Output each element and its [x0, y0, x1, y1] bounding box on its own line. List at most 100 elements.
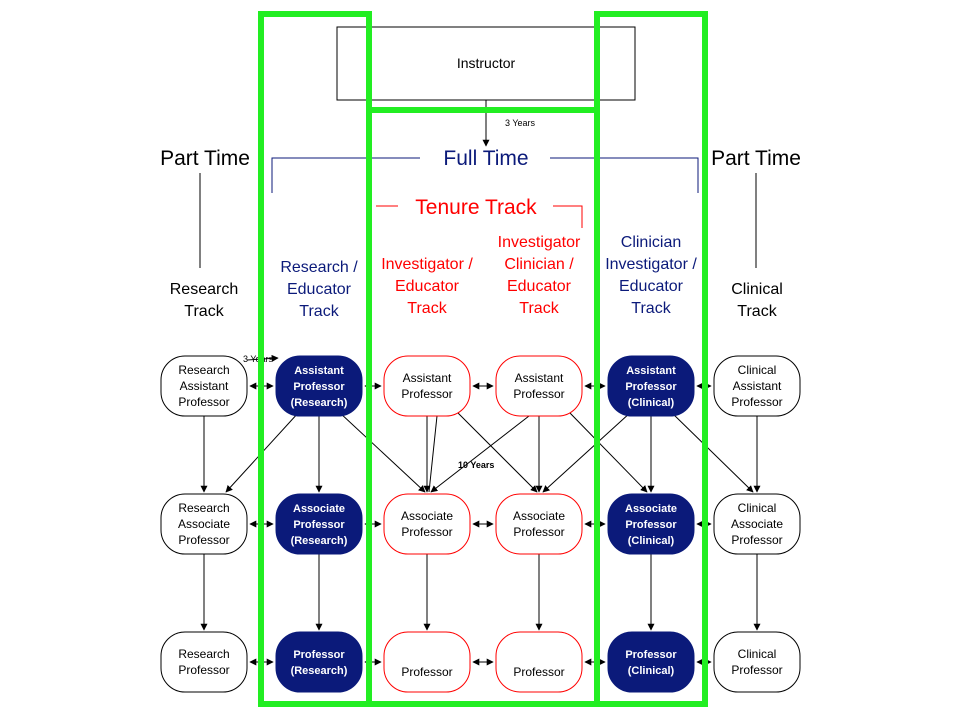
connector-arrow	[568, 411, 648, 493]
node-shape	[495, 631, 583, 693]
node-label-line: Clinical	[738, 501, 777, 515]
node-label-line: Clinical	[738, 647, 777, 661]
node-label-line: Professor	[625, 381, 677, 393]
node-label-line: Associate	[293, 503, 345, 515]
node-shape	[383, 355, 471, 417]
node-label-line: Professor	[401, 387, 452, 401]
node-label-line: (Research)	[291, 397, 348, 409]
node-label-line: Associate	[731, 517, 783, 531]
node-label-line: Professor	[513, 665, 564, 679]
node-label-line: (Clinical)	[628, 665, 675, 677]
part-time-right-label: Part Time	[711, 147, 801, 170]
highlight-clinician-educator	[594, 11, 708, 707]
connector-arrow	[542, 411, 632, 493]
node-label-line: (Research)	[291, 665, 348, 677]
node-label-line: Associate	[178, 517, 230, 531]
node-label-line: Professor	[731, 663, 782, 677]
node-label-line: Assistant	[626, 365, 676, 377]
node-shape	[495, 493, 583, 555]
instructor-box	[336, 26, 636, 101]
node-shape	[607, 355, 695, 417]
track-heading-line: Clinician	[621, 234, 681, 251]
node-label-line: Professor	[178, 663, 229, 677]
node-shape	[160, 493, 248, 555]
connector-arrow	[670, 411, 754, 493]
node-label-line: Assistant	[733, 379, 782, 393]
node-label-line: (Research)	[291, 535, 348, 547]
node-label-line: Assistant	[515, 371, 564, 385]
position-node: Professor	[383, 631, 471, 693]
track-heading-line: Educator	[619, 278, 684, 295]
node-label-line: Professor	[625, 649, 677, 661]
instructor-label: Instructor	[457, 55, 516, 71]
track-heading-line: Investigator /	[381, 256, 473, 273]
track-heading-line: Clinician /	[504, 256, 574, 273]
track-heading-line: Track	[407, 300, 447, 317]
node-shape	[713, 631, 801, 693]
node-label-line: Professor	[731, 395, 782, 409]
connector-arrow	[338, 411, 426, 493]
track-heading-line: Educator	[287, 281, 352, 298]
node-label-line: (Clinical)	[628, 397, 675, 409]
node-label-line: Assistant	[180, 379, 229, 393]
part-time-left-label: Part Time	[160, 147, 250, 170]
track-heading-line: Research	[170, 281, 238, 298]
node-label-line: Professor	[293, 381, 345, 393]
node-label-line: Professor	[513, 525, 564, 539]
track-heading-line: Track	[519, 300, 559, 317]
node-shape	[607, 493, 695, 555]
node-label-line: Professor	[293, 649, 345, 661]
node-shape	[383, 493, 471, 555]
node-label-line: Professor	[178, 395, 229, 409]
connector-arrow	[428, 415, 438, 493]
position-node: Professor (Clinical)	[607, 631, 695, 693]
node-label-line: Assistant	[294, 365, 344, 377]
node-shape	[160, 355, 248, 417]
node-label-line: Research	[178, 363, 229, 377]
position-node: Professor (Research)	[275, 631, 363, 693]
node-label-line: Research	[178, 647, 229, 661]
node-label-line: Associate	[401, 509, 453, 523]
tenure-track-bracket	[376, 205, 583, 228]
node-label-line: Clinical	[738, 363, 777, 377]
track-heading-line: Track	[631, 300, 671, 317]
track-heading-line: Track	[184, 303, 224, 320]
node-label-line: Associate	[513, 509, 565, 523]
track-heading-line: Track	[299, 303, 339, 320]
node-label-line: Professor	[401, 665, 452, 679]
tenure-track-label: Tenure Track	[415, 196, 537, 219]
track-heading-line: Research /	[280, 259, 358, 276]
node-shape	[495, 355, 583, 417]
node-shape	[160, 631, 248, 693]
track-heading-line: Track	[737, 303, 777, 320]
node-label-line: Associate	[625, 503, 677, 515]
track-heading-line: Investigator	[498, 234, 581, 251]
node-shape	[275, 631, 363, 693]
years-label-tenure: 10 Years	[458, 460, 494, 470]
node-label-line: Assistant	[403, 371, 452, 385]
node-label-line: Professor	[401, 525, 452, 539]
years-label-instructor: 3 Years	[505, 118, 536, 128]
node-label-line: Professor	[513, 387, 564, 401]
node-label-line: Professor	[625, 519, 677, 531]
node-label-line: Professor	[293, 519, 345, 531]
full-time-label: Full Time	[443, 147, 528, 170]
node-shape	[713, 493, 801, 555]
node-shape	[607, 631, 695, 693]
connector-arrow	[430, 415, 530, 493]
node-label-line: Professor	[178, 533, 229, 547]
track-heading-line: Educator	[395, 278, 460, 295]
